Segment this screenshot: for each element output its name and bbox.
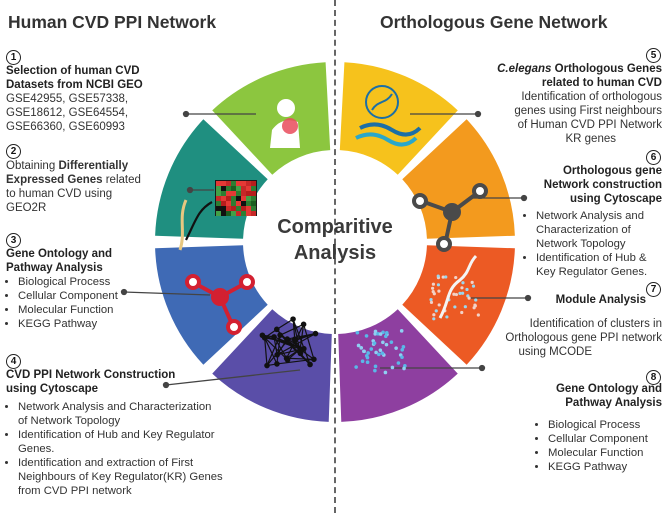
step-2-line: to human CVD using — [6, 188, 113, 200]
step-1-line: GSE18612, GSE64554, — [6, 107, 129, 119]
step-4-bullet: Identification and extraction of FirstNe… — [18, 456, 266, 498]
step-8-bullet: Molecular Function — [548, 446, 668, 460]
network-node-icon — [185, 274, 255, 335]
step-7-heading: Module Analysis — [555, 294, 646, 306]
step-5-number: 5 — [646, 48, 661, 63]
step-4-bullet: Network Analysis and Characterization of … — [18, 400, 266, 428]
segment-8 — [338, 309, 458, 422]
dna-icon — [355, 85, 422, 147]
step-4-heading-2: using Cytoscape — [6, 383, 99, 395]
step-8-number: 8 — [646, 370, 661, 385]
step-1-number: 1 — [6, 50, 21, 65]
step-5-heading-2: related to human CVD — [541, 77, 662, 89]
step-4-heading: CVD PPI Network Construction — [6, 369, 176, 381]
step-1: Selection of human CVD Datasets from NCB… — [6, 64, 143, 134]
step-6-bullet-text: Key Regulator Genes. — [536, 266, 648, 278]
step-8-heading: Gene Ontology and — [555, 383, 662, 395]
patient-icon — [270, 99, 300, 148]
segment-7 — [402, 245, 515, 365]
step-5: C.elegans Orthologous Genes related to h… — [402, 62, 662, 146]
step-6-bullet-text: Characterization of — [536, 224, 631, 236]
step-7-line: using MCODE — [518, 346, 593, 358]
step-4-number: 4 — [6, 354, 21, 369]
step-2-text-2: related — [102, 174, 141, 186]
step-3-bullet: Cellular Component — [18, 289, 118, 303]
step-8-bullet: Cellular Component — [548, 432, 668, 446]
step-4-bullet-text: Identification and extraction of First — [18, 457, 194, 469]
step-3-bullet: Biological Process — [18, 275, 118, 289]
step-6-bullet-text: Network Analysis and — [536, 210, 644, 222]
step-2-number: 2 — [6, 144, 21, 159]
step-8-bullet: KEGG Pathway — [548, 460, 668, 474]
ppi-network-icon — [259, 316, 319, 369]
step-8: Biological Process Cellular Component Mo… — [536, 418, 668, 474]
step-4-bullet-text: of Network Topology — [18, 415, 121, 427]
step-3-heading-2: Pathway Analysis — [6, 262, 103, 274]
left-title: Human CVD PPI Network — [8, 12, 217, 32]
step-7-line: Identification of clusters in — [529, 318, 662, 330]
step-1-heading-2: Datasets from NCBI GEO — [6, 79, 143, 91]
connector-3 — [123, 291, 211, 296]
step-8-heading-2: Pathway Analysis — [565, 397, 662, 409]
segment-6 — [402, 119, 515, 239]
step-4: CVD PPI Network Construction using Cytos… — [6, 368, 266, 498]
step-5-line: genes using First neighbours — [514, 105, 662, 117]
step-3-bullet: Molecular Function — [18, 303, 118, 317]
cluster-icon — [354, 329, 407, 375]
segment-5 — [339, 62, 458, 175]
center-line-2: Analysis — [293, 242, 377, 264]
step-3-number: 3 — [6, 233, 21, 248]
step-4-bullet-text: Network Analysis and Characterization — [18, 401, 212, 413]
step-7-line: Orthologous gene PPI network — [505, 332, 662, 344]
center-divider — [334, 0, 336, 513]
step-4-bullet-text: Genes. — [18, 443, 55, 455]
center-label: Comparitive Analysis — [256, 214, 414, 266]
step-6-heading-block: Orthologous gene Network construction us… — [502, 164, 662, 206]
step-8-heading-block: Gene Ontology and Pathway Analysis — [502, 382, 662, 410]
step-8-bullet: Biological Process — [548, 418, 668, 432]
step-3-bullet: KEGG Pathway — [18, 317, 118, 331]
step-4-bullet-text: Identification of Hub and Key Regulator — [18, 429, 215, 441]
hub-icon — [412, 183, 488, 252]
center-line-1: Comparitive — [277, 216, 393, 238]
step-2-bold: Differentially — [58, 160, 129, 172]
step-7: Module Analysis Identification of cluste… — [462, 293, 662, 359]
segment-1 — [212, 62, 331, 175]
step-5-line: of Human CVD PPI Network — [517, 119, 662, 131]
step-4-bullet-text: from CVD PPI network — [18, 485, 132, 497]
step-3-heading: Gene Ontology and — [6, 248, 113, 260]
step-2-bold-2: Expressed Genes — [6, 174, 103, 186]
step-1-line: GSE66360, GSE60993 — [6, 121, 125, 133]
step-4-bullet-text: Neighbours of Key Regulator(KR) Genes — [18, 471, 223, 483]
step-5-line: KR genes — [565, 133, 616, 145]
step-1-heading: Selection of human CVD — [6, 65, 140, 77]
step-2: Obtaining Differentially Expressed Genes… — [6, 159, 196, 215]
step-6-number: 6 — [646, 150, 661, 165]
step-6-heading: Orthologous gene — [562, 165, 662, 177]
step-4-bullet: Identification of Hub and Key RegulatorG… — [18, 428, 266, 456]
module-icon — [429, 254, 480, 321]
step-1-line: GSE42955, GSE57338, — [6, 93, 129, 105]
right-title: Orthologous Gene Network — [380, 12, 608, 32]
segment-3 — [155, 245, 268, 365]
step-6-bullet-text: Identification of Hub & — [536, 252, 647, 264]
connector-4 — [165, 369, 301, 386]
heatmap-icon — [178, 180, 257, 251]
step-5-line: Identification of orthologous — [521, 91, 662, 103]
step-7-number: 7 — [646, 282, 661, 297]
step-5-heading: Orthologous Genes — [551, 63, 662, 75]
step-6-bullet: Identification of Hub & Key Regulator Gen… — [536, 251, 668, 279]
step-6-bullet-text: Network Topology — [536, 238, 626, 250]
step-2-line: GEO2R — [6, 202, 47, 214]
step-6-heading-2: Network construction — [543, 179, 662, 191]
step-3: Gene Ontology and Pathway Analysis Biolo… — [6, 247, 118, 331]
step-5-species: C.elegans — [497, 63, 552, 75]
step-6-heading-3: using Cytoscape — [569, 193, 662, 205]
step-2-text: Obtaining — [6, 160, 59, 172]
